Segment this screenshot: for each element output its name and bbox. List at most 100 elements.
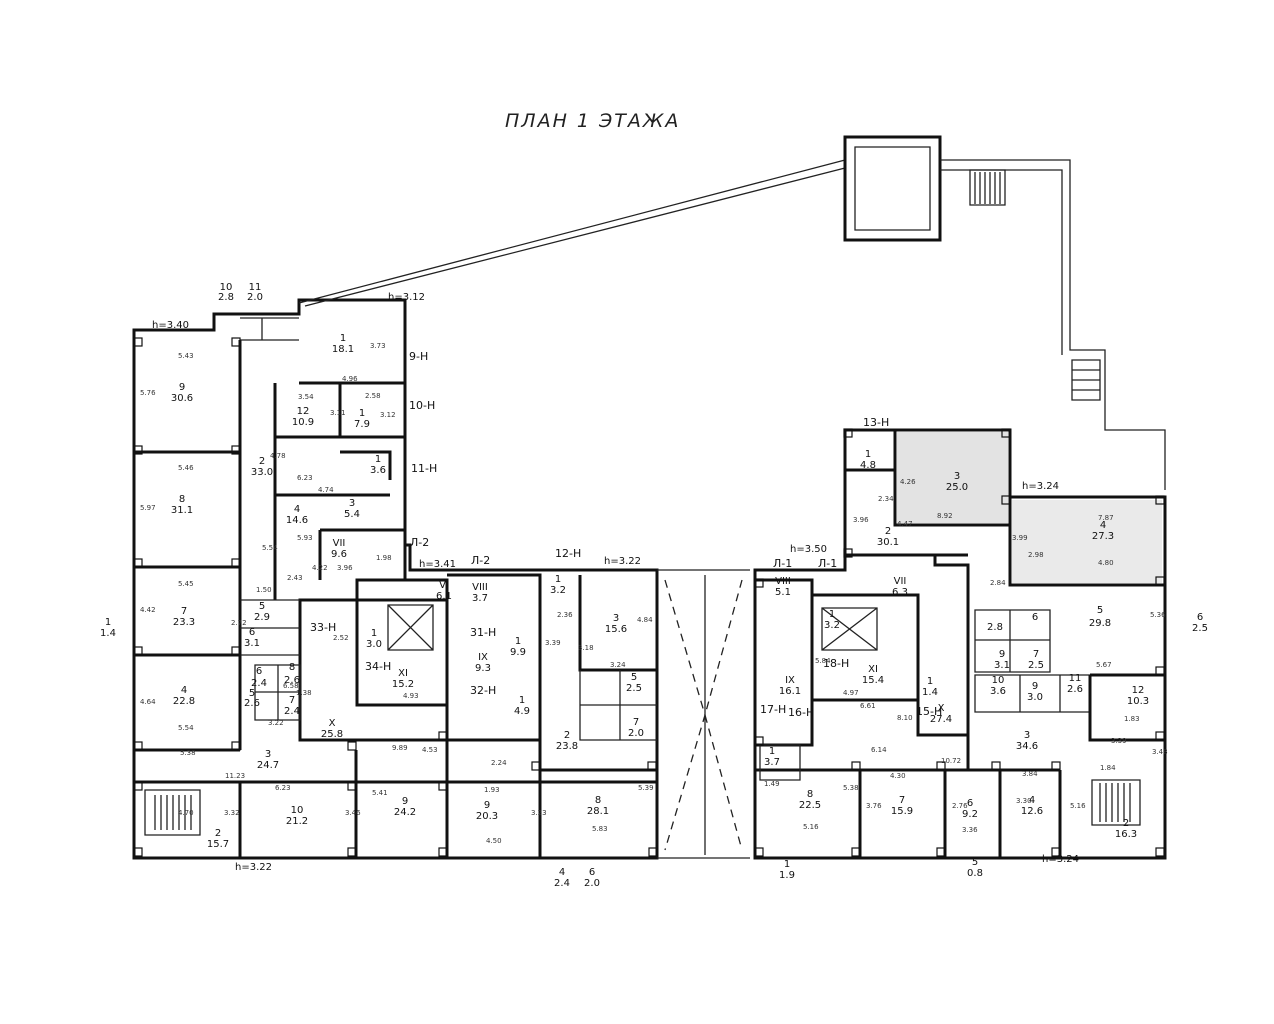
svg-text:33.0: 33.0 — [251, 467, 273, 478]
dimension-label: 10.72 — [941, 757, 961, 765]
room-1-g: 13.2 — [550, 574, 566, 596]
column-marker — [133, 445, 143, 455]
dimension-label: 3.39 — [1111, 737, 1127, 745]
svg-text:12: 12 — [297, 406, 310, 417]
svg-text:4: 4 — [559, 867, 565, 878]
dimension-label: 5.54 — [178, 724, 194, 732]
svg-text:16.3: 16.3 — [1115, 829, 1137, 840]
column-marker — [231, 646, 241, 656]
unit-label: Л-1 — [818, 557, 837, 570]
dimension-label: 2.52 — [333, 634, 349, 642]
dimension-label: 6.61 — [860, 702, 876, 710]
column-marker — [851, 847, 861, 857]
svg-text:3: 3 — [349, 498, 355, 509]
svg-text:1: 1 — [515, 636, 521, 647]
svg-text:15.9: 15.9 — [891, 806, 913, 817]
room-ix-left: IX9.3 — [475, 652, 491, 674]
height-label: h=3.24 — [1022, 481, 1059, 492]
svg-text:4: 4 — [1100, 520, 1106, 531]
svg-text:6: 6 — [589, 867, 595, 878]
svg-text:9: 9 — [1032, 681, 1038, 692]
right-block-walls — [753, 135, 1167, 860]
column-marker — [231, 337, 241, 347]
unit-label: 18-Н — [823, 657, 849, 670]
unit-label: 34-Н — [365, 660, 391, 673]
svg-text:27.4: 27.4 — [930, 714, 952, 725]
dimension-label: 3.76 — [866, 802, 882, 810]
outside-6: 62.0 — [584, 867, 600, 889]
dimension-label: 5.16 — [803, 823, 819, 831]
shaded-rooms — [897, 432, 1162, 583]
room-2-r: 230.1 — [877, 526, 899, 548]
svg-text:1: 1 — [769, 746, 775, 757]
dimension-label: 1.83 — [1124, 715, 1140, 723]
svg-text:12: 12 — [1132, 685, 1145, 696]
room-4-left: 422.8 — [173, 685, 195, 707]
column-marker — [1051, 761, 1061, 771]
svg-text:1: 1 — [927, 676, 933, 687]
column-marker — [231, 445, 241, 455]
svg-text:3.2: 3.2 — [824, 620, 840, 631]
dimension-label: 2.43 — [287, 574, 303, 582]
svg-text:VII: VII — [894, 576, 907, 587]
column-marker — [133, 337, 143, 347]
svg-text:VIII: VIII — [775, 576, 791, 587]
dimension-label: 4.70 — [178, 809, 194, 817]
dimension-label: 4.74 — [318, 486, 334, 494]
column-marker — [936, 847, 946, 857]
dimension-label: 3.32 — [224, 809, 240, 817]
dimension-label: 2.72 — [231, 619, 247, 627]
room-7-left: 723.3 — [173, 606, 195, 628]
svg-text:4.8: 4.8 — [860, 460, 876, 471]
dimension-annotations: 5.435.765.465.975.454.424.645.545.3811.2… — [140, 342, 1168, 845]
dimension-label: 5.46 — [178, 464, 194, 472]
column-marker — [133, 781, 143, 791]
svg-text:1: 1 — [555, 574, 561, 585]
svg-text:15.7: 15.7 — [207, 839, 229, 850]
svg-text:5.1: 5.1 — [775, 587, 791, 598]
svg-text:23.3: 23.3 — [173, 617, 195, 628]
svg-text:2: 2 — [885, 526, 891, 537]
svg-text:1.4: 1.4 — [922, 687, 938, 698]
column-marker — [531, 761, 541, 771]
svg-text:7: 7 — [899, 795, 905, 806]
dimension-label: 6.23 — [297, 474, 313, 482]
svg-text:0.8: 0.8 — [967, 868, 983, 879]
dimension-label: 3.48 — [1152, 748, 1168, 756]
dimension-label: 9.89 — [392, 744, 408, 752]
room-5-small: 52.5 — [626, 672, 642, 694]
svg-text:14.6: 14.6 — [286, 515, 308, 526]
dimension-label: 5.97 — [140, 504, 156, 512]
room-4-mid: 414.6 — [286, 504, 308, 526]
room-3-r-hall: 334.6 — [1016, 730, 1038, 752]
svg-text:6: 6 — [249, 627, 255, 638]
dimension-label: 3.39 — [545, 639, 561, 647]
svg-text:5.4: 5.4 — [344, 509, 360, 520]
svg-text:1: 1 — [829, 609, 835, 620]
dimension-label: 5.83 — [592, 825, 608, 833]
dimension-label: 3.22 — [268, 719, 284, 727]
svg-text:23.8: 23.8 — [556, 741, 578, 752]
svg-text:7.9: 7.9 — [354, 419, 370, 430]
svg-text:X: X — [329, 718, 336, 729]
room-6-wet: 63.1 — [244, 627, 260, 649]
column-marker — [1001, 428, 1011, 438]
column-marker — [936, 761, 946, 771]
room-labels-left: 930.6 831.1 723.3 422.8 324.7 215.7 1021… — [171, 333, 644, 850]
room-1-r-top: 14.8 — [860, 449, 876, 471]
svg-text:5: 5 — [631, 672, 637, 683]
svg-text:3: 3 — [613, 613, 619, 624]
svg-text:10.9: 10.9 — [292, 417, 314, 428]
dimension-label: 1.50 — [256, 586, 272, 594]
column-marker — [231, 741, 241, 751]
dimension-label: 4.42 — [140, 606, 156, 614]
room-1-r-small: 11.4 — [922, 676, 938, 698]
svg-text:28.1: 28.1 — [587, 806, 609, 817]
room-4-r-b: 412.6 — [1021, 795, 1043, 817]
column-marker — [754, 847, 764, 857]
